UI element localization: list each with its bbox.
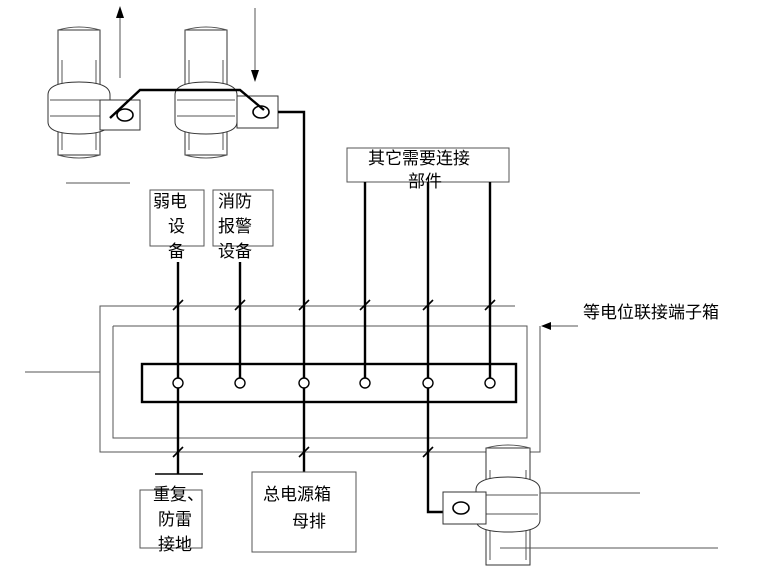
main-power-label-2: 母排 (292, 512, 326, 532)
grounding-label-2: 防雷 (158, 510, 192, 530)
terminals (172, 377, 496, 389)
weak-current-label-1: 弱电 (153, 192, 187, 212)
terminal-4 (359, 377, 371, 389)
terminal-box-enclosure (25, 305, 541, 453)
arrow-down-icon (251, 70, 259, 82)
bus-bar (140, 362, 518, 404)
other-parts-label-2: 部件 (408, 172, 442, 192)
terminal-box-label: 等电位联接端子箱 (583, 303, 719, 323)
pipe-bonding-jumper (109, 88, 265, 119)
terminal-5 (422, 377, 434, 389)
terminal-6 (484, 377, 496, 389)
bolt-icon (116, 108, 134, 122)
pipe-clamp-top-middle (174, 8, 279, 159)
weak-current-label-3: 备 (168, 242, 185, 262)
bolt-icon (452, 501, 470, 515)
fire-alarm-label-1: 消防 (218, 192, 252, 212)
pipe-clamp-bottom-right (442, 444, 718, 566)
terminal-2 (234, 377, 246, 389)
fire-alarm-label-3: 设备 (218, 242, 252, 262)
weak-current-box (149, 189, 205, 247)
arrow-up-icon (116, 6, 124, 18)
main-power-label-1: 总电源箱 (263, 485, 331, 505)
pipe-clamp-top-left (47, 6, 141, 159)
other-parts-box (346, 147, 510, 183)
fire-alarm-box (212, 189, 274, 247)
main-power-box (251, 471, 357, 553)
weak-current-label-2: 设 (168, 217, 185, 237)
grounding-box (139, 489, 203, 549)
fire-alarm-label-2: 报警 (218, 217, 252, 237)
other-parts-label-1: 其它需要连接 (368, 149, 470, 169)
conductor-ticks (172, 299, 496, 458)
terminal-1 (172, 377, 184, 389)
grounding-label-1: 重复、 (153, 485, 204, 505)
terminal-3 (298, 377, 310, 389)
grounding-label-3: 接地 (158, 535, 192, 555)
arrow-left-icon (541, 322, 551, 330)
